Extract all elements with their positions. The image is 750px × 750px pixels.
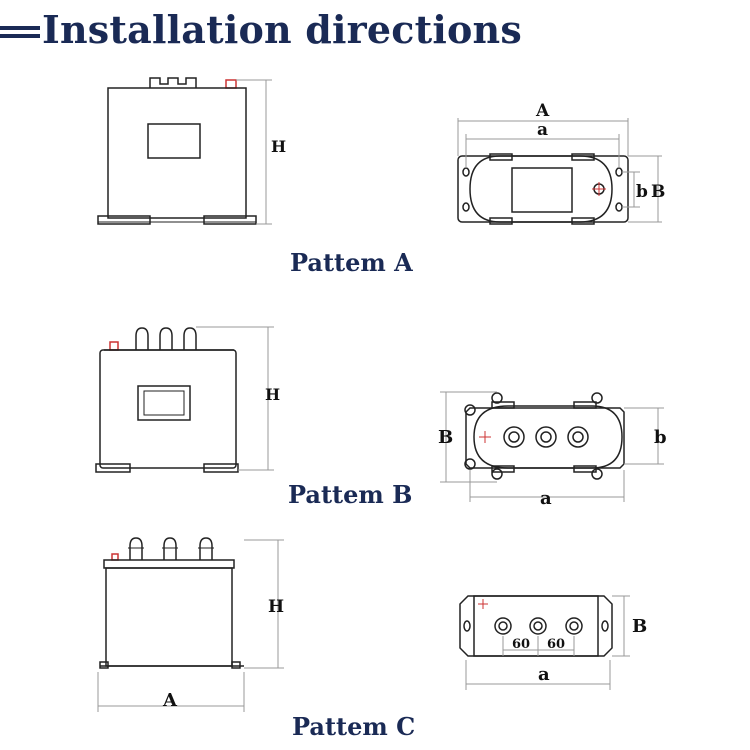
pattern-a-hole-1 [462, 167, 470, 177]
pattern-c-dimensions [97, 539, 284, 712]
pattern-a-dim-B: B [651, 182, 665, 202]
title-rule-top [0, 26, 40, 30]
pattern-a-body [107, 87, 247, 219]
pattern-b-hole-4 [591, 468, 603, 480]
pattern-b-hole-1 [464, 404, 476, 416]
pattern-b-dim-a: a [540, 488, 552, 509]
pattern-a-terminal-block [149, 77, 197, 88]
pattern-c-width-label: A [162, 690, 178, 711]
pattern-b-ground-terminal [109, 341, 119, 351]
pattern-c-caption: Pattem C [292, 712, 416, 741]
pattern-b-terminal-2 [535, 426, 557, 448]
pattern-b-height-label: H [265, 385, 280, 404]
pattern-a-hole-3 [615, 167, 623, 177]
pattern-c-front-view [99, 537, 244, 669]
pattern-a-foot-left [97, 215, 151, 225]
pattern-c-ground-terminal [111, 553, 119, 561]
pattern-b-clip-tr [573, 401, 597, 409]
pattern-b-height-dimension [196, 326, 274, 471]
pattern-b-base-plate [465, 407, 625, 469]
pattern-b-terminal-3 [567, 426, 589, 448]
pattern-c-foot-right [231, 661, 241, 669]
pattern-b-caption: Pattem B [288, 480, 413, 509]
pattern-c-top-dimensions [465, 595, 630, 690]
pattern-c-foot-left [99, 661, 109, 669]
pattern-b-front-view [95, 327, 239, 473]
pattern-a-dim-A: A [535, 101, 550, 121]
pattern-c-terminal-2 [529, 617, 547, 635]
title-bar: Installation directions [0, 8, 750, 56]
pattern-b-bushing-3 [183, 327, 197, 350]
pattern-a-clip-tl [489, 153, 513, 161]
pattern-a-top-view [457, 153, 629, 225]
pattern-c-body-top [473, 595, 599, 657]
pattern-c-top-view [459, 595, 613, 657]
pattern-a-top-nameplate [511, 167, 573, 213]
pattern-a-ground-terminal [225, 79, 237, 89]
pattern-b-clip-bl [491, 465, 515, 473]
pattern-b-hole-6 [491, 468, 503, 480]
pattern-c-lid [103, 559, 235, 569]
pattern-a-dim-b: b [636, 182, 648, 202]
pattern-c-pitch-1: 60 [512, 637, 530, 652]
page-title: Installation directions [42, 7, 522, 52]
pattern-b-top-dimensions [440, 391, 664, 502]
pattern-a-height-label: H [271, 137, 286, 156]
pattern-b-nameplate [137, 385, 191, 421]
pattern-b-body [99, 349, 237, 469]
pattern-a-hole-4 [615, 202, 623, 212]
pattern-c-hole-left [463, 620, 471, 632]
pattern-b-dim-B: B [438, 427, 453, 448]
pattern-c-pitch-2: 60 [547, 637, 565, 652]
pattern-c-body [105, 567, 233, 667]
pattern-a-top-dimensions [457, 118, 662, 223]
pattern-a-clip-br [571, 217, 595, 225]
pattern-c-bushing-3 [199, 537, 213, 560]
pattern-a-hole-2 [462, 202, 470, 212]
pattern-c-terminal-1 [494, 617, 512, 635]
pattern-c-height-label: H [268, 597, 284, 617]
pattern-b-foot-right [203, 463, 239, 473]
pattern-b-bushing-1 [135, 327, 149, 350]
pattern-c-bushing-1 [129, 537, 143, 560]
pattern-a-clip-bl [489, 217, 513, 225]
pattern-c-dim-a: a [538, 664, 550, 685]
pattern-b-terminal-1 [503, 426, 525, 448]
title-rule-bottom [0, 34, 40, 38]
pattern-b-oval-body [473, 405, 623, 469]
pattern-c-dim-B: B [632, 616, 647, 637]
pattern-a-nameplate [147, 123, 201, 159]
pattern-c-terminal-3 [565, 617, 583, 635]
pattern-c-bushing-2 [163, 537, 177, 560]
pattern-b-hole-2 [464, 458, 476, 470]
pattern-a-clip-tr [571, 153, 595, 161]
pattern-b-bushing-2 [159, 327, 173, 350]
pattern-a-oval-body [469, 155, 613, 223]
pattern-a-foot-right [203, 215, 257, 225]
pattern-c-hole-right [601, 620, 609, 632]
pattern-b-hole-5 [491, 392, 503, 404]
pattern-a-front-view [97, 77, 257, 225]
pattern-a-dim-a: a [537, 120, 548, 140]
pattern-a-caption: Pattem A [290, 248, 413, 277]
pattern-b-clip-tl [491, 401, 515, 409]
pattern-b-top-view [464, 392, 625, 480]
pattern-b-dim-b: b [654, 427, 667, 448]
pattern-a-height-dimension [236, 79, 272, 225]
pattern-b-hole-3 [591, 392, 603, 404]
pattern-b-foot-left [95, 463, 131, 473]
